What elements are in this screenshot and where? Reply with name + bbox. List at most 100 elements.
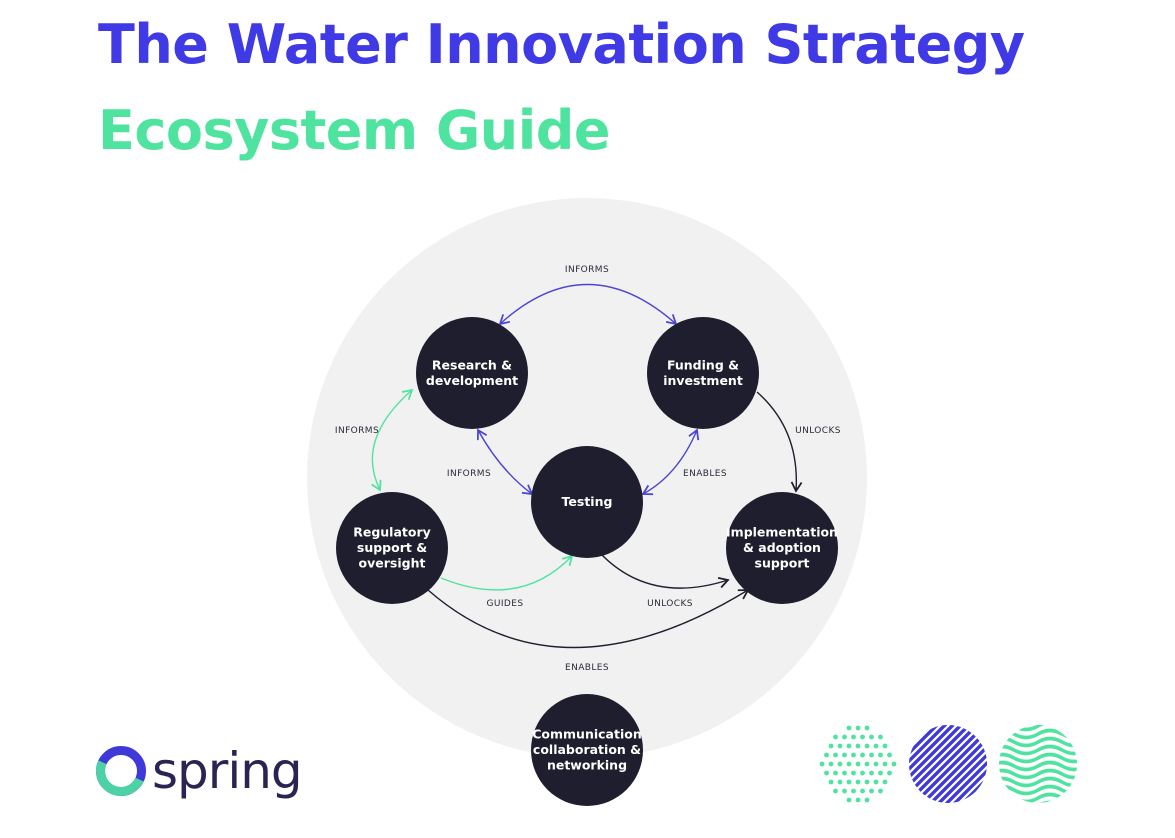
node-label-implementation: support <box>755 556 810 571</box>
dot-mark <box>878 752 883 758</box>
stripe-line <box>909 725 966 803</box>
dot-mark <box>837 743 843 749</box>
stripe-line <box>934 725 987 803</box>
node-label-communication: networking <box>547 758 627 773</box>
edge-label-regulatory-implementation: ENABLES <box>565 663 609 673</box>
dot-mark <box>851 752 856 758</box>
dot-mark <box>842 770 847 776</box>
waves-pattern-icon <box>999 725 1077 803</box>
wave-line <box>999 800 1077 803</box>
dot-mark <box>869 788 874 794</box>
wave-line <box>999 776 1077 788</box>
wave-line <box>999 752 1077 764</box>
dot-mark <box>891 761 897 767</box>
dot-mark <box>833 788 838 794</box>
dot-mark <box>842 734 847 740</box>
edge-funding-implementation <box>756 391 803 493</box>
node-circle-funding <box>647 317 759 429</box>
node-label-testing: Testing <box>562 494 613 509</box>
edge-label-rd-funding: INFORMS <box>565 265 609 275</box>
node-rd: Research &development <box>416 317 528 429</box>
node-label-implementation: Implementation <box>726 525 838 540</box>
nodes-layer: Research &development Funding &investment… <box>336 317 838 806</box>
stripe-line <box>909 725 982 803</box>
dot-mark <box>873 779 879 785</box>
dot-mark <box>846 761 852 767</box>
spring-logo: spring <box>96 736 303 806</box>
dot-mark <box>846 725 852 731</box>
wave-line <box>999 736 1077 748</box>
node-label-funding: Funding & <box>667 357 739 372</box>
dot-mark <box>860 734 865 740</box>
spring-logo-ring-icon <box>96 746 146 796</box>
dot-mark <box>855 779 861 785</box>
node-label-funding: investment <box>663 373 743 388</box>
edge-regulatory-implementation <box>427 589 750 649</box>
dot-mark <box>860 770 865 776</box>
dot-mark <box>855 725 861 731</box>
dot-mark <box>842 752 847 758</box>
node-label-communication: collaboration & <box>533 742 641 757</box>
dot-mark <box>833 734 838 740</box>
node-label-regulatory: oversight <box>359 556 426 571</box>
dot-mark <box>828 779 834 785</box>
node-circle-communication <box>531 694 643 806</box>
edge-label-rd-testing: INFORMS <box>447 469 491 479</box>
dot-mark <box>878 788 883 794</box>
stripe-line <box>926 725 987 803</box>
dot-mark <box>887 752 892 758</box>
node-funding: Funding &investment <box>647 317 759 429</box>
edges-layer <box>371 283 803 649</box>
stripe-line <box>909 725 974 803</box>
node-circle-rd <box>416 317 528 429</box>
dot-mark <box>855 743 861 749</box>
node-label-rd: Research & <box>432 357 512 372</box>
wave-line <box>999 784 1077 796</box>
dot-mark <box>864 779 870 785</box>
dot-mark <box>851 734 856 740</box>
dot-mark <box>887 770 892 776</box>
page-title: The Water Innovation Strategy <box>98 13 1025 76</box>
dot-mark <box>819 761 825 767</box>
dot-mark <box>851 770 856 776</box>
dot-mark <box>837 761 843 767</box>
dot-mark <box>824 752 829 758</box>
edge-rd-regulatory <box>371 388 414 492</box>
edge-regulatory-testing <box>440 554 574 591</box>
dot-mark <box>882 761 888 767</box>
edge-testing-implementation <box>599 552 730 589</box>
node-label-regulatory: support & <box>357 540 427 555</box>
dot-mark <box>864 725 870 731</box>
node-circle-testing <box>531 446 643 558</box>
dots-pattern-icon <box>819 725 897 803</box>
dot-mark <box>828 761 834 767</box>
dot-mark <box>846 797 852 803</box>
node-label-regulatory: Regulatory <box>353 525 431 540</box>
decorative-pattern-icons <box>819 725 1077 803</box>
dot-mark <box>846 743 852 749</box>
stripe-line <box>910 725 987 803</box>
edge-label-regulatory-testing: GUIDES <box>487 599 524 609</box>
dot-mark <box>878 734 883 740</box>
dot-mark <box>873 761 879 767</box>
dot-mark <box>860 752 865 758</box>
page-subtitle: Ecosystem Guide <box>98 99 611 162</box>
dot-mark <box>869 734 874 740</box>
spring-logo-text: spring <box>152 742 303 800</box>
edge-rd-funding <box>498 283 678 326</box>
dot-mark <box>833 770 838 776</box>
wave-line <box>999 760 1077 772</box>
edge-label-testing-implementation: UNLOCKS <box>647 599 693 609</box>
dot-mark <box>855 797 861 803</box>
node-circle-regulatory <box>336 492 448 604</box>
dot-mark <box>851 788 856 794</box>
wave-line <box>999 728 1077 740</box>
dot-mark <box>869 770 874 776</box>
dot-mark <box>878 770 883 776</box>
dot-mark <box>824 770 829 776</box>
dot-mark <box>864 743 870 749</box>
